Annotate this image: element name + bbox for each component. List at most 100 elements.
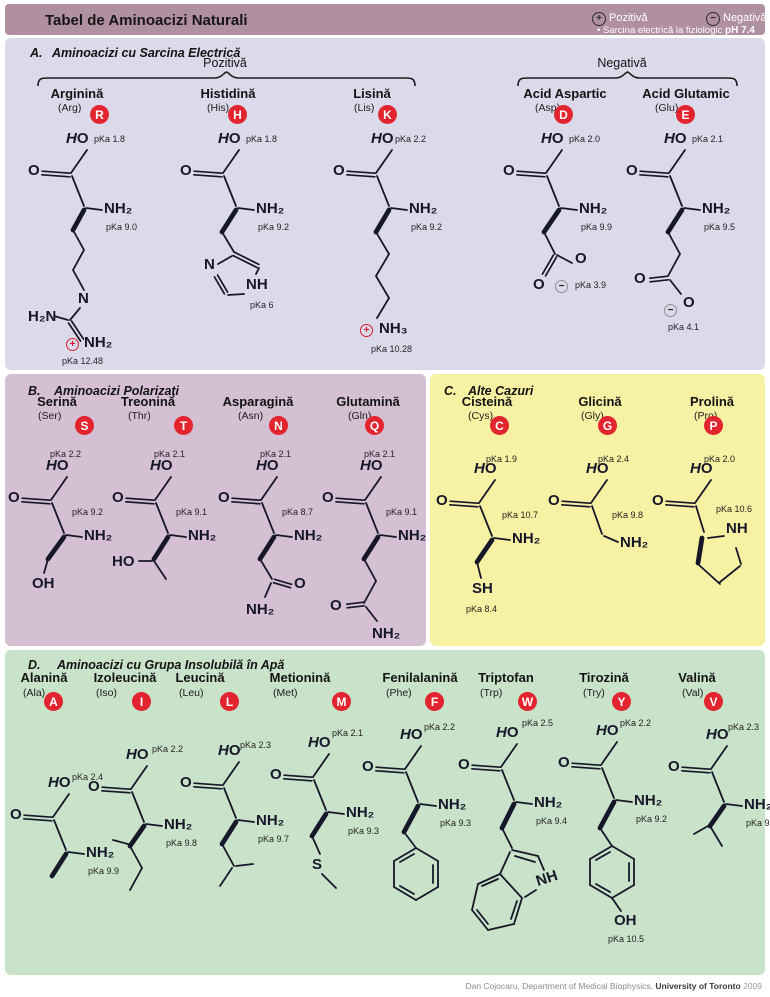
pka-label: pKa 9.2 [411, 222, 443, 232]
atom-label: O [322, 489, 334, 506]
pka-label: pKa 2.1 [260, 449, 292, 459]
section-d-letter: D. [28, 658, 41, 672]
pka-label: pKa 1.8 [94, 134, 126, 144]
header-bar: Tabel de Aminoacizi Naturali + Pozitivă … [5, 4, 766, 36]
acid-iso-code: (Iso) [96, 687, 117, 699]
atom-label: O [88, 778, 100, 795]
acid-arg-name: Arginină [50, 86, 104, 101]
atom-label: HO [664, 130, 687, 147]
pka-label: pKa 2.3 [728, 722, 760, 732]
acid-cys-code: (Cys) [468, 410, 494, 422]
atom-label: HO [126, 746, 149, 763]
atom-label: NH₂ [398, 527, 427, 544]
acid-gly-bonds [561, 479, 619, 543]
section-a-letter: A. [30, 46, 43, 60]
atom-label: HO [706, 726, 729, 743]
pka-label: pKa 9.3 [440, 818, 472, 828]
brace-group-0 [37, 71, 416, 87]
acid-glu-code: (Glu) [655, 102, 679, 114]
pka-label: pKa 4.1 [668, 322, 700, 332]
pka-label: pKa 2.0 [569, 134, 601, 144]
pka-label: pKa 2.0 [704, 454, 736, 464]
acid-gly-structure: HO O NH₂ pKa 2.4 pKa 9.8 [548, 454, 658, 578]
atom-label: NH₂ [620, 534, 649, 551]
atom-label: O [548, 492, 560, 509]
atom-label: NH₂ [84, 527, 113, 544]
acid-arg-bonds [41, 149, 103, 342]
acid-his-letter-badge: H [228, 105, 247, 124]
atom-label: HO [586, 460, 609, 477]
atom-label: O [218, 489, 230, 506]
atom-label: O [575, 250, 587, 267]
atom-label: NH [246, 276, 268, 293]
pka-label: pKa 2.5 [522, 718, 554, 728]
page-title: Tabel de Aminoacizi Naturali [45, 12, 248, 29]
pka-label: pKa 12.48 [62, 356, 104, 366]
pka-label: pKa 1.9 [486, 454, 518, 464]
acid-met-letter-badge: M [332, 692, 351, 711]
atom-label: NH₂ [409, 200, 438, 217]
panel-section-a [5, 38, 765, 370]
acid-gly-name: Glicină [578, 394, 622, 409]
atom-label: O [558, 754, 570, 771]
positive-charge-icon: + [360, 324, 373, 337]
acid-thr-bonds [125, 476, 187, 580]
pka-label: pKa 2.2 [424, 722, 456, 732]
atom-label: O [28, 162, 40, 179]
atom-label: HO [496, 724, 519, 741]
atom-label: NH₂ [188, 527, 217, 544]
atom-label: HO [474, 460, 497, 477]
atom-label: NH₂ [512, 530, 541, 547]
acid-val-name: Valină [678, 670, 716, 685]
acid-asp-letter-badge: D [554, 105, 573, 124]
acid-thr-letter-badge: T [174, 416, 193, 435]
pka-label: pKa 8.7 [282, 507, 314, 517]
atom-label: HO [150, 457, 173, 474]
atom-label: NH₂ [164, 816, 193, 833]
acid-asn-bonds [231, 476, 293, 598]
brace-group-1 [517, 71, 738, 87]
panel-section-d [5, 650, 765, 975]
acid-val-code: (Val) [682, 687, 704, 699]
atom-label: NH₂ [246, 601, 275, 618]
atom-label: N [204, 256, 215, 273]
pka-label: pKa 2.2 [620, 718, 652, 728]
section-b-letter: B. [28, 384, 41, 398]
section-b-title: Aminoacizi Polarizaţi [54, 384, 180, 398]
atom-label: HO [256, 457, 279, 474]
acid-pro-letter-badge: P [704, 416, 723, 435]
acid-asp-code: (Asp) [535, 102, 561, 114]
pka-label: pKa 9.8 [612, 510, 644, 520]
negative-charge-icon: − [555, 280, 568, 293]
acid-tyr-code: (Try) [583, 687, 605, 699]
atom-label: O [330, 597, 342, 614]
atom-label: HO [218, 130, 241, 147]
atom-label: N [78, 290, 89, 307]
pka-label: pKa 6 [250, 300, 274, 310]
pka-label: pKa 2.1 [692, 134, 724, 144]
legend-note: • Sarcina electrică la fiziologic pH 7.4 [597, 25, 755, 36]
atom-label: OH [32, 575, 55, 592]
acid-lis-name: Lisină [353, 86, 391, 101]
acid-phe-bonds [375, 745, 439, 901]
atom-label: O [634, 270, 646, 287]
atom-label: O [503, 162, 515, 179]
atom-label: NH₂ [86, 844, 115, 861]
pka-label: pKa 2.2 [395, 134, 427, 144]
pka-label: pKa 2.4 [598, 454, 630, 464]
atom-label: HO [690, 460, 713, 477]
acid-trp-letter-badge: W [518, 692, 537, 711]
atom-label: NH₂ [294, 527, 323, 544]
atom-label: O [10, 806, 22, 823]
atom-label: HO [46, 457, 69, 474]
acid-gln-bonds [335, 476, 397, 622]
